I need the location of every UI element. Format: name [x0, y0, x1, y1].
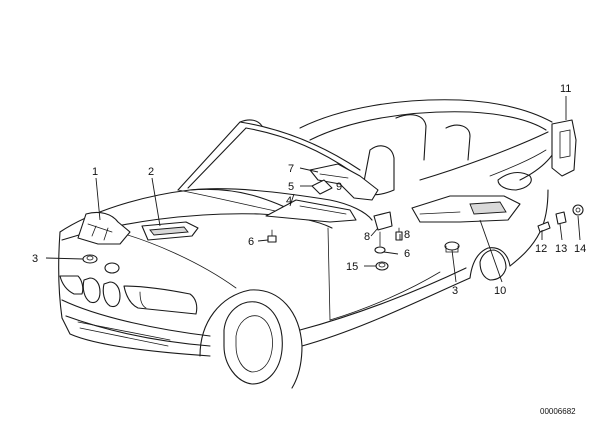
part-8-fastener-set: [373, 211, 403, 254]
callout-8: 8: [364, 231, 370, 243]
part-12-screw: [537, 221, 551, 233]
car-body: [58, 137, 561, 389]
callout-14: 14: [574, 243, 586, 255]
drawing-number: 00006682: [540, 407, 576, 416]
callout-1: 1: [92, 166, 98, 178]
callout-8: 8: [404, 229, 410, 241]
callout-11: 11: [560, 83, 571, 95]
windshield-cabin: [177, 99, 553, 221]
callout-5: 5: [288, 181, 294, 193]
callout-3: 3: [32, 253, 38, 265]
part-1-hood-panel: [77, 211, 131, 245]
part-14-nut: [572, 204, 584, 216]
callout-6: 6: [404, 248, 410, 260]
callout-3: 3: [452, 285, 458, 297]
callout-2: 2: [148, 166, 154, 178]
part-15-grommet: [375, 261, 389, 271]
part-13-bolt: [555, 211, 567, 225]
part-10-sill-tray: [411, 195, 521, 223]
callout-labels: 1 2 3 3 4 5 6 6 7 8 8 9 10 11 12 13 14 1…: [32, 83, 586, 297]
callout-6: 6: [248, 236, 254, 248]
part-6-grommet: [267, 229, 277, 243]
part-5-clip: [311, 179, 333, 195]
part-2-hood-panel: [141, 221, 199, 241]
part-11-rear-bracket: [551, 119, 577, 177]
callout-4: 4: [286, 195, 292, 207]
callout-10: 10: [494, 285, 506, 297]
part-3-grommet-front: [82, 254, 98, 264]
callout-13: 13: [555, 243, 567, 255]
callout-9: 9: [336, 181, 342, 193]
callout-12: 12: [535, 243, 547, 255]
callout-15: 15: [346, 261, 358, 273]
callout-7: 7: [288, 163, 294, 175]
leader-lines: [45, 96, 581, 283]
